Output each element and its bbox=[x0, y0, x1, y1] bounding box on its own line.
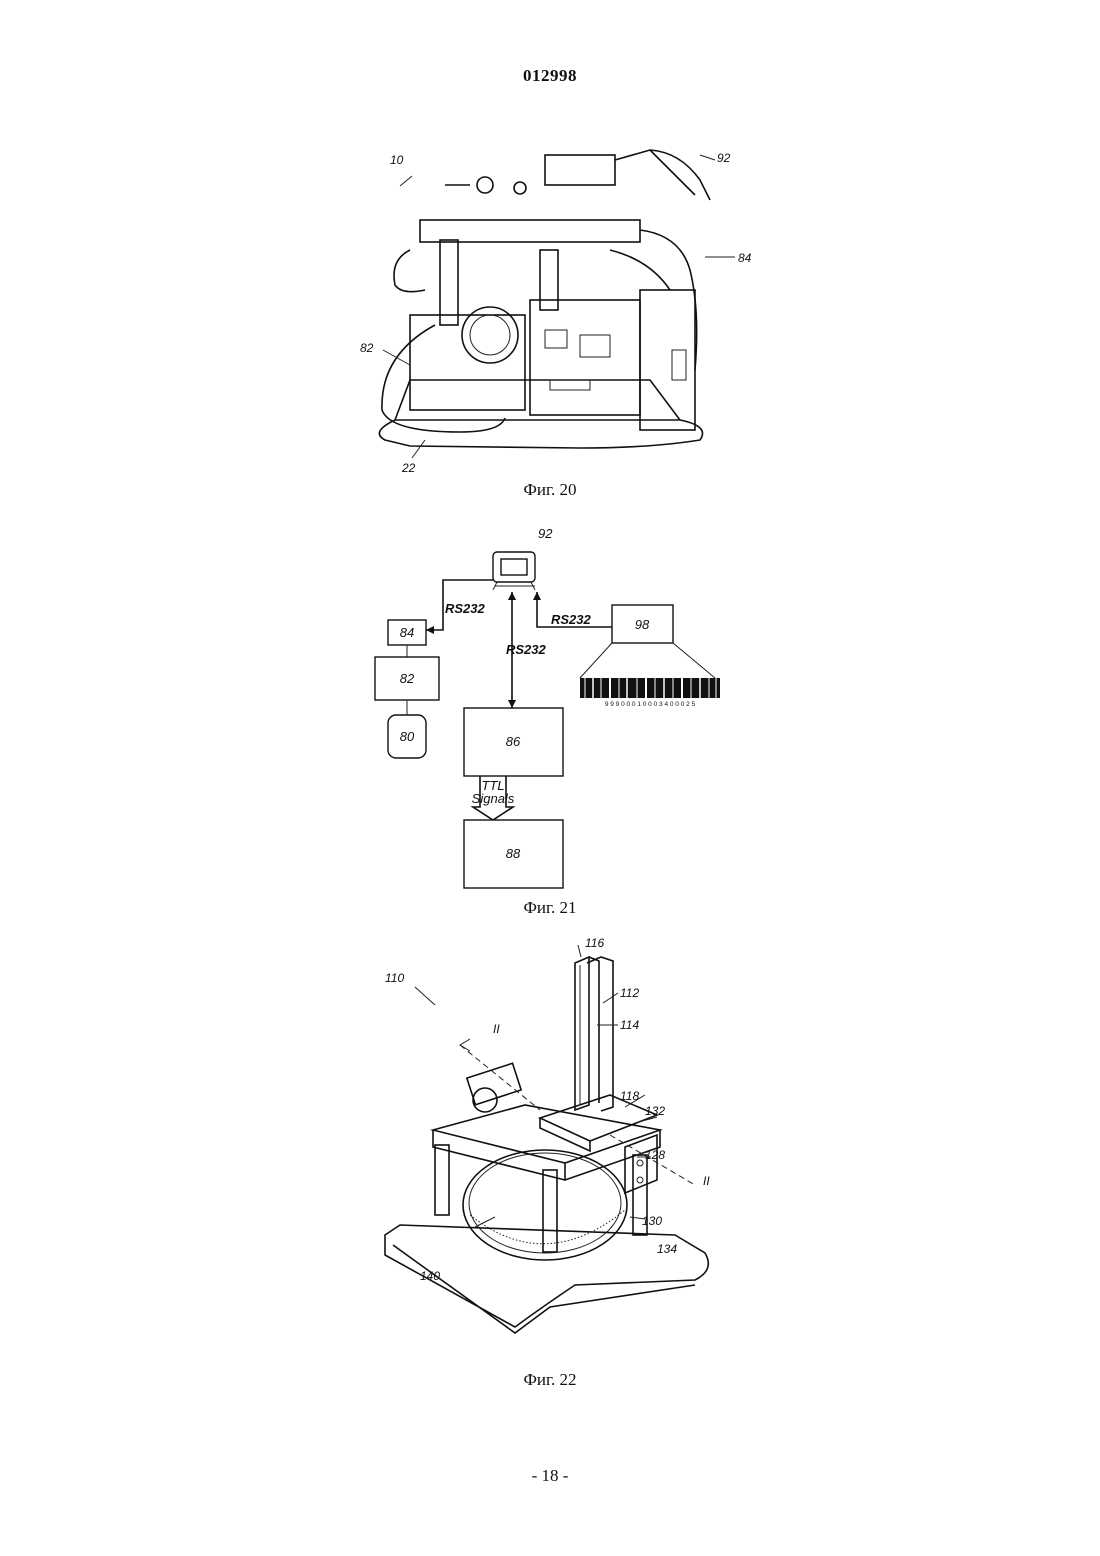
block-88-label: 88 bbox=[506, 846, 521, 861]
block-84-label: 84 bbox=[400, 625, 414, 640]
base-plate bbox=[379, 420, 702, 448]
figure-21-diagram: 92 RS232 RS232 RS232 84 82 80 86 TTL Sig… bbox=[375, 520, 735, 895]
figure-22-caption: Фиг. 22 bbox=[0, 1370, 1100, 1390]
label-22: 22 bbox=[401, 461, 416, 475]
signals-label: Signals bbox=[472, 791, 515, 806]
label-130: 130 bbox=[642, 1214, 662, 1228]
label-92: 92 bbox=[717, 151, 731, 165]
page-number: - 18 - bbox=[0, 1466, 1100, 1486]
label-112: 112 bbox=[620, 986, 639, 1000]
label-110: 110 bbox=[385, 971, 404, 985]
barcode-digits: 9 9 9 0 0 0 1 0 0 0 3 4 0 0 0 2 5 bbox=[605, 701, 696, 708]
figure-22: 110 116 112 114 118 132 128 130 134 140 … bbox=[375, 935, 735, 1345]
figure-21: 92 RS232 RS232 RS232 84 82 80 86 TTL Sig… bbox=[375, 520, 735, 895]
label-132: 132 bbox=[645, 1104, 665, 1118]
block-80-label: 80 bbox=[400, 729, 415, 744]
label-118: 118 bbox=[620, 1089, 639, 1103]
top-frame bbox=[420, 220, 640, 242]
label-116: 116 bbox=[585, 936, 604, 950]
label-140: 140 bbox=[420, 1269, 440, 1283]
figure-20-caption: Фиг. 20 bbox=[0, 480, 1100, 500]
barcode: 9 9 9 0 0 0 1 0 0 0 3 4 0 0 0 2 5 bbox=[580, 678, 720, 708]
vertical-column bbox=[575, 957, 589, 1110]
cable-loop bbox=[382, 325, 505, 432]
display-cable bbox=[615, 150, 710, 200]
figure-20: 10 92 84 82 22 bbox=[350, 140, 770, 480]
section-label-right: II bbox=[703, 1174, 710, 1188]
block-82-label: 82 bbox=[400, 671, 415, 686]
rs232-middle: RS232 bbox=[506, 642, 547, 657]
top-housing bbox=[545, 155, 615, 185]
figure-21-caption: Фиг. 21 bbox=[0, 898, 1100, 918]
figure-22-drawing: 110 116 112 114 118 132 128 130 134 140 … bbox=[375, 935, 735, 1345]
document-number: 012998 bbox=[0, 66, 1100, 86]
section-label-left: II bbox=[493, 1022, 500, 1036]
figure-20-drawing: 10 92 84 82 22 bbox=[350, 140, 770, 480]
block-92-label: 92 bbox=[538, 526, 553, 541]
label-10: 10 bbox=[390, 153, 404, 167]
label-128: 128 bbox=[645, 1148, 665, 1162]
label-134: 134 bbox=[657, 1242, 677, 1256]
display-92-block: 92 bbox=[493, 526, 553, 590]
circuit-board-right bbox=[640, 290, 695, 430]
label-84: 84 bbox=[738, 251, 752, 265]
label-114: 114 bbox=[620, 1018, 639, 1032]
label-82: 82 bbox=[360, 341, 374, 355]
block-86-label: 86 bbox=[506, 734, 521, 749]
block-98-label: 98 bbox=[635, 617, 650, 632]
right-bracket bbox=[625, 1135, 657, 1193]
rs232-right: RS232 bbox=[551, 612, 592, 627]
rs232-left: RS232 bbox=[445, 601, 486, 616]
upper-plate bbox=[433, 1105, 660, 1163]
